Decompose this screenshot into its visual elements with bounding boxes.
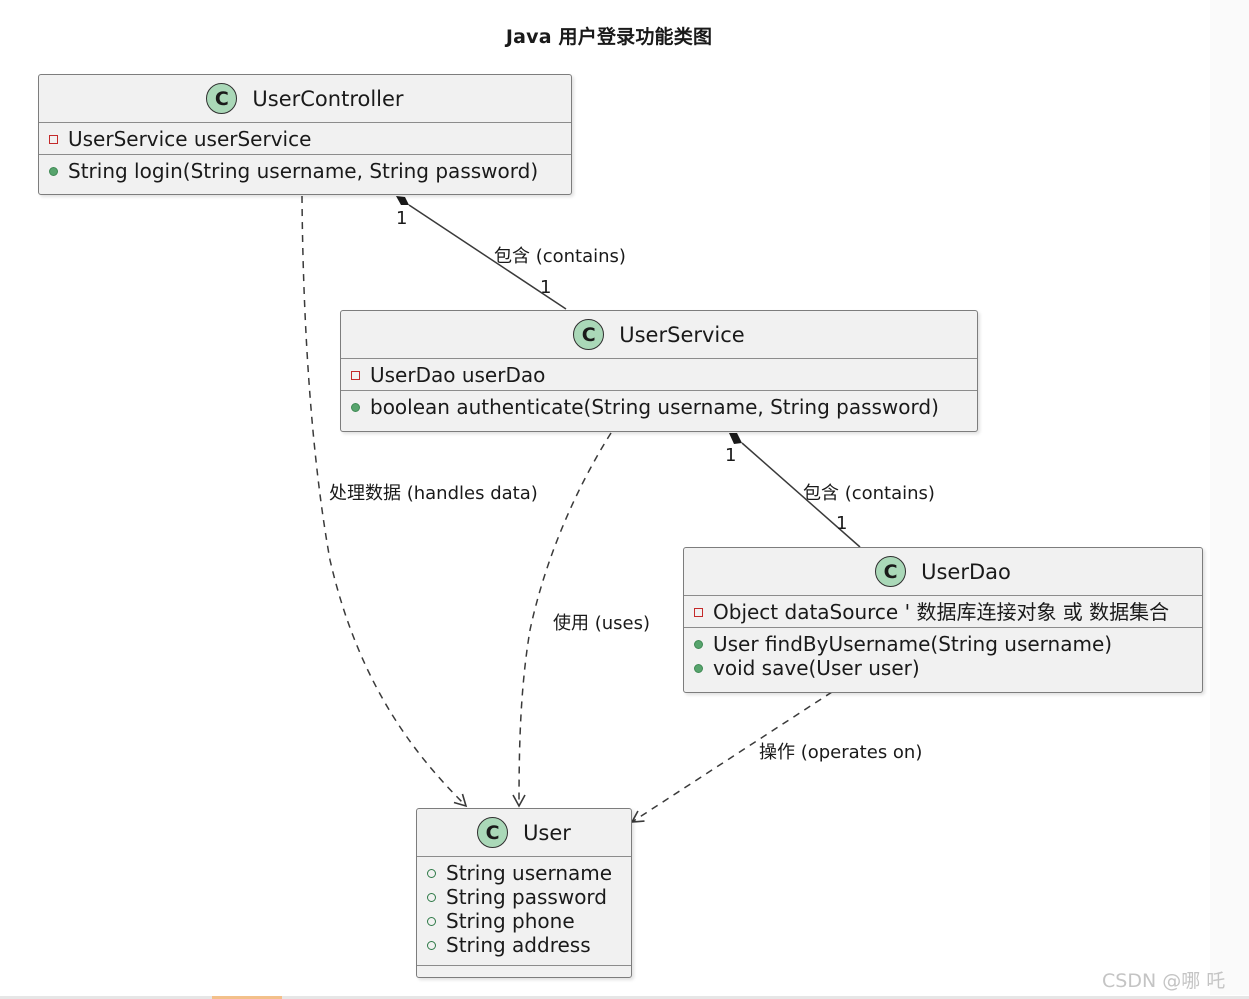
relation-label-uses: 使用 (uses)	[553, 613, 651, 634]
field-text: UserDao userDao	[370, 363, 546, 387]
class-methods: User findByUsername(String username) voi…	[684, 628, 1202, 683]
class-user: C User String username String password S…	[416, 808, 632, 978]
public-visibility-icon	[351, 402, 360, 412]
field-row: String phone	[427, 909, 631, 933]
class-user-controller: C UserController UserService userService…	[38, 74, 572, 195]
field-row: Object dataSource ' 数据库连接对象 或 数据集合	[694, 600, 1202, 624]
class-badge-icon: C	[206, 83, 238, 114]
relation-label-contains: 包含 (contains)	[803, 483, 935, 504]
field-text: String password	[446, 885, 607, 909]
method-row: String login(String username, String pas…	[49, 159, 571, 183]
field-text: String phone	[446, 909, 575, 933]
watermark: CSDN @哪 吒	[1102, 970, 1226, 992]
public-visibility-icon	[427, 868, 436, 878]
relation-label-contains: 包含 (contains)	[494, 246, 626, 267]
multiplicity-label: 1	[540, 277, 552, 298]
class-header: C UserDao	[684, 548, 1202, 596]
field-text: UserService userService	[68, 127, 312, 151]
composition-service-dao	[729, 433, 861, 548]
class-name: UserService	[619, 322, 745, 347]
relation-label-handles-data: 处理数据 (handles data)	[329, 483, 538, 504]
dependency-controller-user	[301, 195, 468, 808]
class-badge-icon: C	[875, 556, 907, 587]
public-visibility-icon	[49, 166, 58, 176]
method-text: String login(String username, String pas…	[68, 159, 539, 183]
method-text: User findByUsername(String username)	[713, 632, 1113, 656]
class-header: C UserService	[341, 311, 977, 359]
field-row: String password	[427, 885, 631, 909]
method-text: void save(User user)	[713, 656, 920, 680]
class-badge-icon: C	[573, 319, 605, 350]
page-edge-shade	[1210, 0, 1249, 995]
public-visibility-icon	[694, 663, 703, 673]
method-text: boolean authenticate(String username, St…	[370, 395, 939, 419]
field-text: String username	[446, 861, 613, 885]
class-fields: String username String password String p…	[417, 857, 631, 966]
dependency-service-user	[512, 432, 612, 808]
dependency-dao-user	[630, 691, 833, 823]
private-visibility-icon	[694, 607, 703, 617]
class-header: C User	[417, 809, 631, 857]
method-row: boolean authenticate(String username, St…	[351, 395, 977, 419]
class-name: UserController	[252, 86, 404, 111]
multiplicity-label: 1	[725, 445, 737, 466]
class-user-service: C UserService UserDao userDao boolean au…	[340, 310, 978, 432]
class-header: C UserController	[39, 75, 571, 123]
private-visibility-icon	[351, 370, 360, 380]
class-fields: UserDao userDao	[341, 359, 977, 391]
composition-diamond	[729, 433, 742, 444]
class-methods	[417, 966, 631, 973]
field-row: String address	[427, 933, 631, 957]
class-methods: String login(String username, String pas…	[39, 155, 571, 186]
class-badge-icon: C	[477, 817, 509, 848]
bottom-accent-bar	[212, 996, 282, 999]
field-text: String address	[446, 933, 591, 957]
private-visibility-icon	[49, 134, 58, 144]
class-fields: Object dataSource ' 数据库连接对象 或 数据集合	[684, 596, 1202, 628]
public-visibility-icon	[427, 892, 436, 902]
public-visibility-icon	[427, 916, 436, 926]
field-text: Object dataSource ' 数据库连接对象 或 数据集合	[713, 600, 1170, 624]
field-row: String username	[427, 861, 631, 885]
class-fields: UserService userService	[39, 123, 571, 155]
class-methods: boolean authenticate(String username, St…	[341, 391, 977, 422]
relation-label-operates-on: 操作 (operates on)	[759, 742, 923, 763]
page-bottom-border	[0, 996, 1249, 999]
field-row: UserDao userDao	[351, 363, 977, 387]
multiplicity-label: 1	[836, 513, 848, 534]
method-row: User findByUsername(String username)	[694, 632, 1202, 656]
class-user-dao: C UserDao Object dataSource ' 数据库连接对象 或 …	[683, 547, 1203, 693]
class-name: UserDao	[921, 559, 1011, 584]
composition-diamond	[396, 196, 409, 205]
diagram-title: Java 用户登录功能类图	[505, 26, 713, 48]
public-visibility-icon	[427, 940, 436, 950]
composition-controller-service	[396, 196, 567, 310]
field-row: UserService userService	[49, 127, 571, 151]
multiplicity-label: 1	[396, 208, 408, 229]
class-name: User	[523, 820, 571, 845]
public-visibility-icon	[694, 639, 703, 649]
method-row: void save(User user)	[694, 656, 1202, 680]
